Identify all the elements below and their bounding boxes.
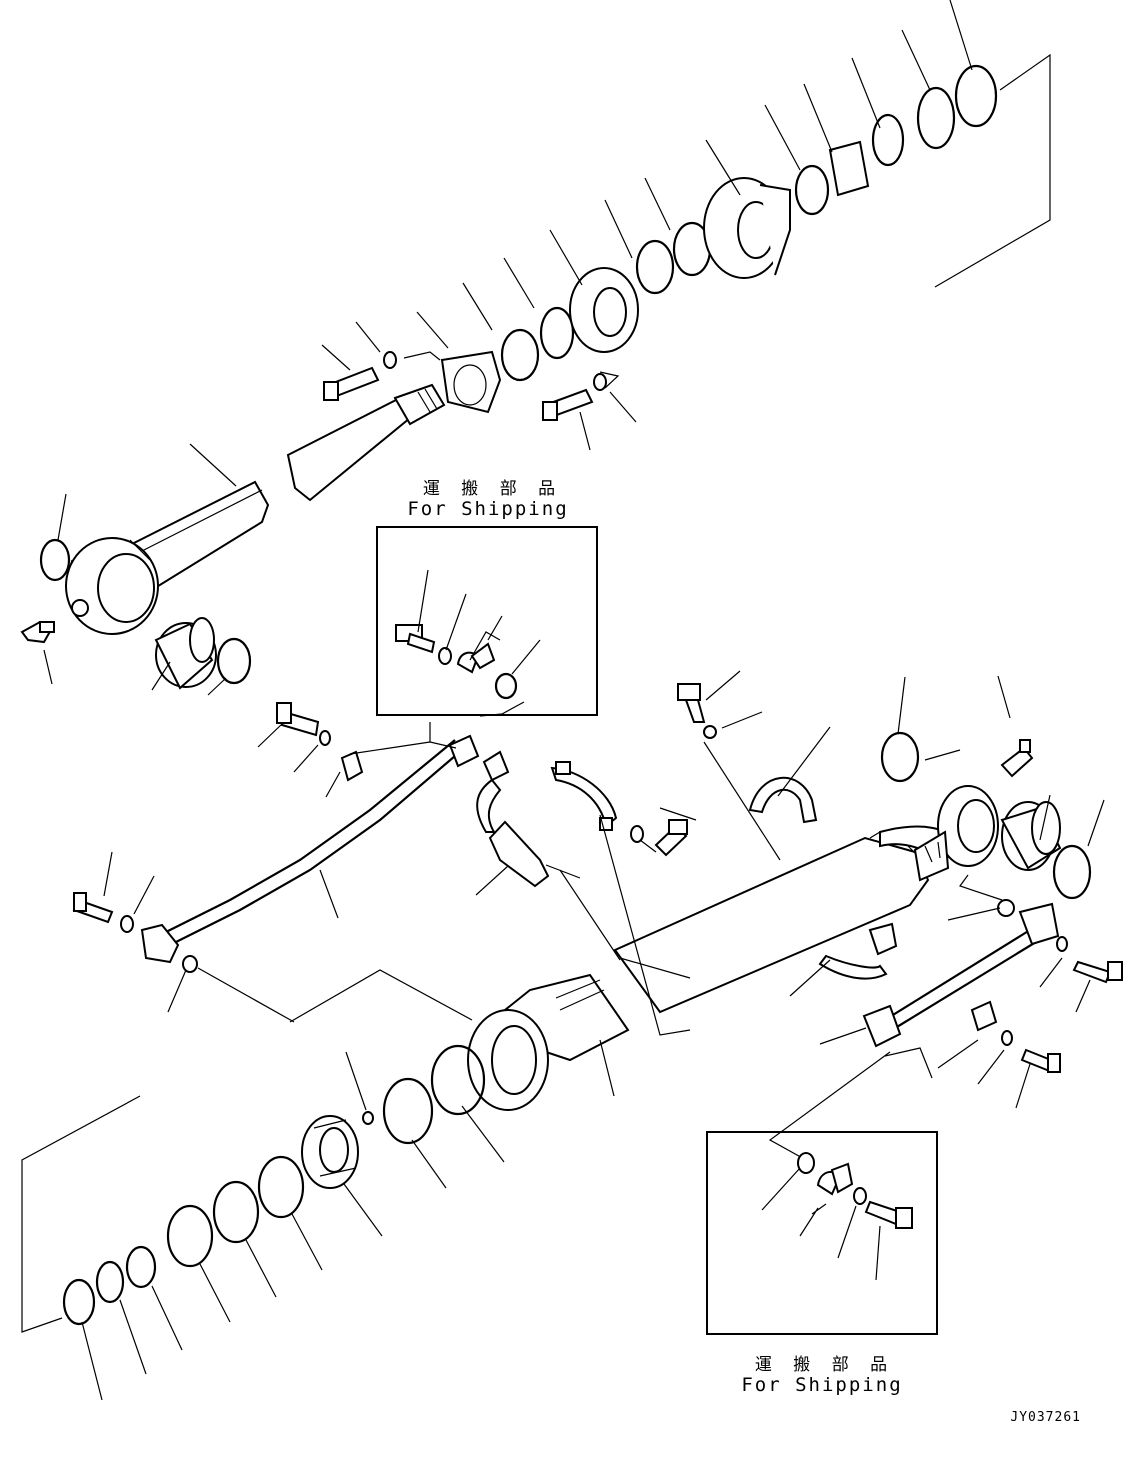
bushing-upper [154, 617, 217, 690]
upper-cylinder-rod [128, 383, 446, 590]
grease-fitting-upper [20, 620, 55, 644]
o-ring-pipe-left [182, 955, 198, 973]
pipe-clamp-a [276, 702, 364, 782]
hydraulic-pipe-left [140, 734, 480, 964]
leader-lines-lower [21, 670, 1105, 1401]
snap-ring-tube [880, 731, 920, 783]
inset-lower-parts [761, 1152, 913, 1281]
bolt-pipe-left [72, 892, 134, 933]
shipping-label-upper-en: For Shipping [407, 498, 569, 520]
shipping-parts-inset-upper [376, 526, 598, 716]
clamp-band-a [476, 750, 550, 888]
snap-rings-upper [39, 538, 252, 685]
inset-upper-parts [395, 569, 541, 700]
hydraulic-pipe-right [862, 899, 1060, 1048]
shipping-label-upper-jp: 運 搬 部 品 [422, 479, 564, 499]
pipe-clamp-b [970, 1000, 1061, 1074]
rod-eye [65, 537, 159, 635]
bolt-pipe-right [1056, 936, 1123, 984]
piston-seals-lower [62, 1044, 486, 1326]
bolt-upper-b [542, 373, 607, 421]
bolt-upper-a [323, 351, 397, 401]
cylinder-head [467, 973, 630, 1111]
shipping-parts-inset-lower [706, 1131, 938, 1335]
clamp-band-b [550, 761, 618, 831]
bolt-top-vertical [677, 683, 717, 739]
drawing-code: JY037261 [1010, 1410, 1081, 1425]
snap-ring-right [1052, 844, 1092, 900]
clamp-band-d [818, 922, 898, 980]
head-seals-upper [500, 64, 998, 382]
rod-flange-plate [440, 350, 502, 414]
cylinder-tube [613, 749, 999, 1014]
grease-fitting-right [1000, 739, 1034, 778]
bolt-clamp-b [630, 819, 688, 857]
clamp-band-c [748, 776, 818, 824]
shipping-label-lower-en: For Shipping [741, 1374, 903, 1396]
leader-lines-upper [43, 0, 1051, 696]
shipping-label-lower-jp: 運 搬 部 品 [754, 1355, 896, 1375]
bushing-right [1000, 801, 1062, 871]
